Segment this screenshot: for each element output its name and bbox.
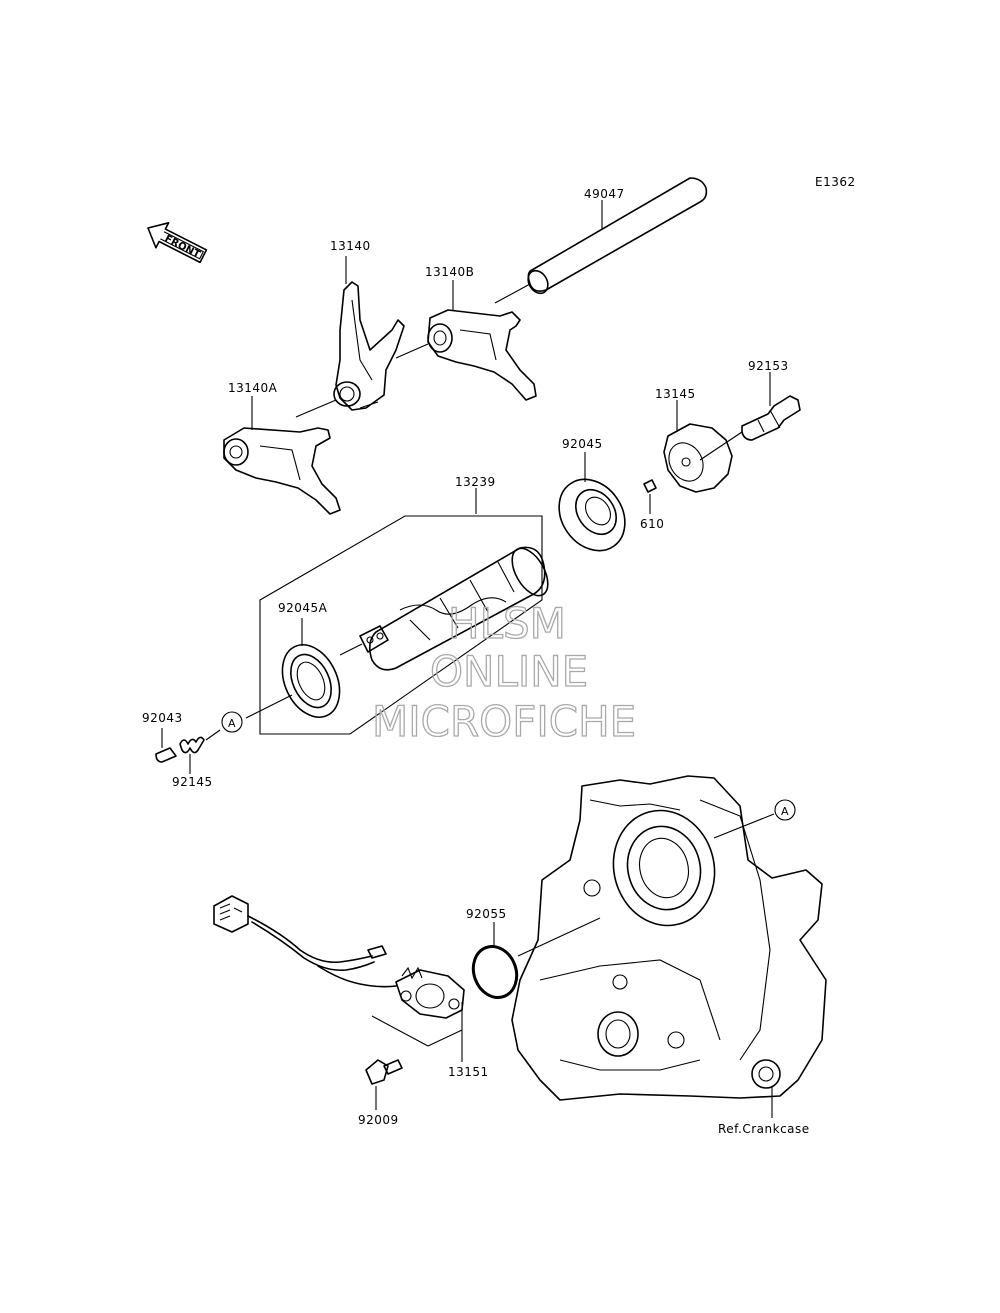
watermark-line-3: MICROFICHE	[372, 697, 636, 746]
front-direction-marker: FRONT	[147, 221, 208, 264]
shift-fork-13140B	[395, 280, 537, 401]
callout-13145: 13145	[655, 387, 696, 401]
shift-fork-13140	[295, 256, 405, 418]
spring-92145	[179, 729, 221, 774]
watermark-line-1: HLSM	[448, 599, 566, 648]
callout-92055: 92055	[466, 907, 507, 921]
callout-13140A: 13140A	[228, 381, 278, 395]
reference-a-left: A	[221, 711, 243, 733]
callout-92045A: 92045A	[278, 601, 328, 615]
callout-92045: 92045	[562, 437, 603, 451]
pin-610	[643, 479, 657, 514]
callout-49047: 49047	[584, 187, 625, 201]
callout-13140B: 13140B	[425, 265, 474, 279]
callout-92145: 92145	[172, 775, 213, 789]
callout-13140: 13140	[330, 239, 371, 253]
callout-92153: 92153	[748, 359, 789, 373]
o-ring-92055	[471, 917, 601, 999]
callout-13239: 13239	[455, 475, 496, 489]
watermark: HLSM ONLINE MICROFICHE	[371, 598, 636, 746]
front-arrow-icon	[147, 221, 208, 264]
callout-610: 610	[640, 517, 664, 531]
shift-drum	[259, 488, 549, 735]
watermark-line-2: ONLINE	[430, 647, 588, 696]
callout-13151: 13151	[448, 1065, 489, 1079]
diagram-code: E1362	[815, 175, 856, 189]
callout-92043: 92043	[142, 711, 183, 725]
bearing-92045A	[245, 618, 341, 719]
bolt-92153	[699, 372, 801, 461]
callout-ref-crankcase: Ref.Crankcase	[718, 1122, 810, 1136]
pin-92043	[155, 728, 177, 763]
ref-a-left-label: A	[228, 717, 236, 730]
bearing-92045	[558, 452, 626, 552]
gear-position-sensor	[213, 895, 465, 1062]
shift-drum-cam	[663, 400, 733, 493]
callout-92009: 92009	[358, 1113, 399, 1127]
crankcase	[511, 775, 827, 1118]
bolt-92009	[365, 1059, 403, 1110]
reference-a-right: A	[774, 799, 796, 821]
ref-a-right-label: A	[781, 805, 789, 818]
shift-fork-13140A	[223, 396, 341, 515]
shift-rod	[494, 177, 708, 304]
